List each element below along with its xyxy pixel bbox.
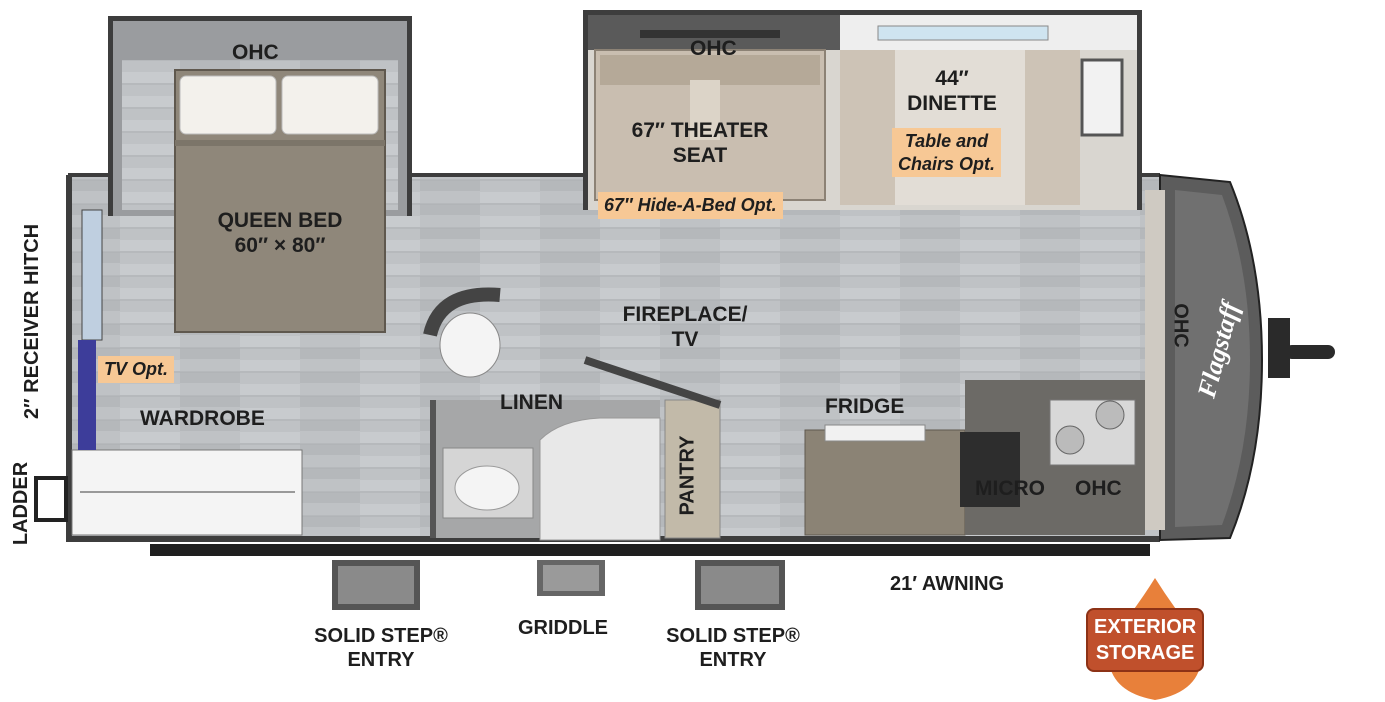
linen-label: LINEN bbox=[500, 391, 563, 414]
exterior-storage-badge: EXTERIOR STORAGE bbox=[1086, 608, 1205, 672]
ohc-bedroom-label: OHC bbox=[232, 41, 279, 64]
theater-seat-label: 67″ THEATER SEAT bbox=[631, 119, 769, 168]
hide-a-bed-option: 67″ Hide-A-Bed Opt. bbox=[598, 192, 783, 219]
tv-option: TV Opt. bbox=[98, 356, 174, 383]
fireplace-tv-label: FIREPLACE/ TV bbox=[622, 303, 748, 352]
ohc-front-label: OHC bbox=[1169, 303, 1192, 348]
table-chairs-option: Table and Chairs Opt. bbox=[892, 128, 1002, 177]
awning-label: 21′ AWNING bbox=[890, 573, 1005, 595]
fridge-label: FRIDGE bbox=[825, 395, 905, 418]
receiver-hitch-label: 2″ RECEIVER HITCH bbox=[21, 223, 44, 420]
pantry-shape bbox=[664, 399, 721, 539]
right-entry-label: SOLID STEP® ENTRY bbox=[666, 625, 800, 671]
micro-label: MICRO bbox=[975, 477, 1045, 500]
awning-rail bbox=[150, 544, 1150, 556]
griddle-label: GRIDDLE bbox=[518, 617, 608, 639]
ladder-label: LADDER bbox=[10, 461, 33, 546]
left-entry-label: SOLID STEP® ENTRY bbox=[314, 625, 448, 671]
pantry-label: PANTRY bbox=[676, 435, 699, 516]
wardrobe-label: WARDROBE bbox=[140, 407, 265, 430]
dinette-label: 44″ DINETTE bbox=[907, 67, 997, 116]
ohc-kitchen-label: OHC bbox=[1075, 477, 1122, 500]
ohc-living-label: OHC bbox=[690, 37, 737, 60]
fridge-shape bbox=[804, 429, 966, 536]
queen-bed-label: QUEEN BED 60″ × 80″ bbox=[217, 209, 343, 258]
